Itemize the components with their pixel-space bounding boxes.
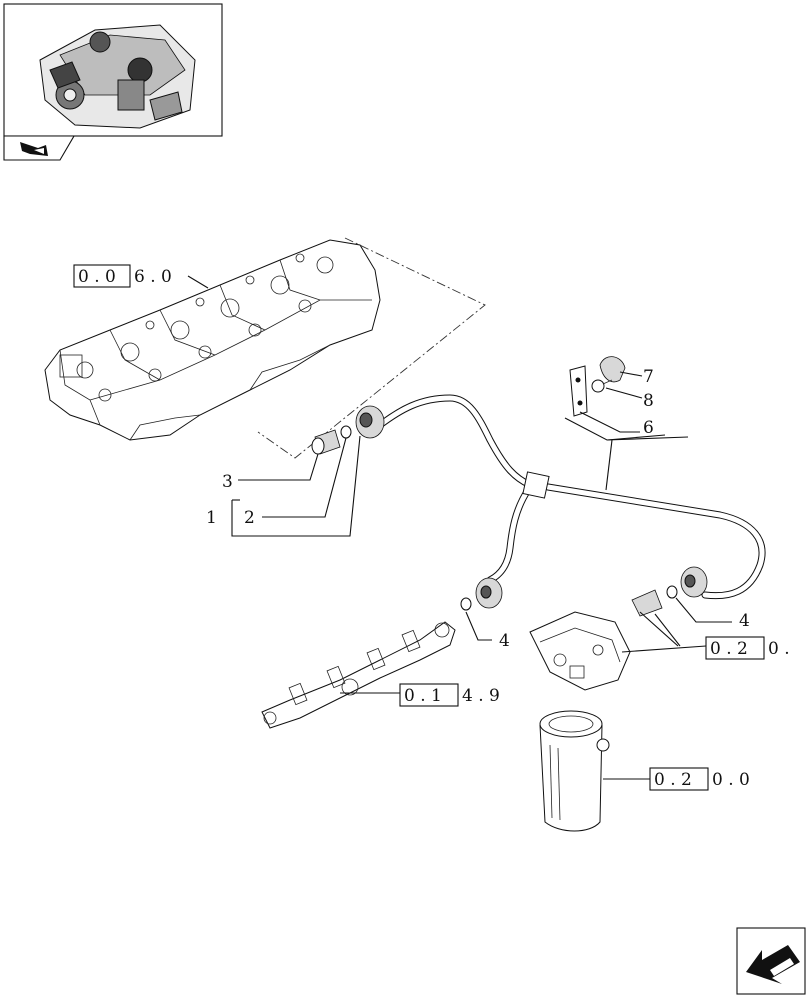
banjo-fitting-pump (680, 566, 708, 598)
high-pressure-pump-drawing (529, 611, 631, 691)
next-page-arrow-icon (746, 945, 800, 984)
sealing-washer-pump (666, 585, 678, 599)
svg-text:4 . 9: 4 . 9 (462, 686, 500, 706)
svg-text:0 .: 0 . (768, 639, 790, 659)
callout-4-pump[interactable]: 4 (739, 611, 750, 631)
pipe-bracket (569, 365, 588, 417)
pump-fitting (631, 589, 663, 617)
callout-6[interactable]: 6 (643, 418, 654, 438)
callout-7[interactable]: 7 (643, 367, 654, 387)
cross-reference-badge[interactable] (3, 135, 75, 161)
callout-1[interactable]: 1 (206, 508, 217, 528)
cross-reference-arrow-icon (20, 142, 48, 156)
engine-thumbnail-icon (39, 24, 196, 129)
banjo-fitting-rail (475, 577, 503, 609)
svg-text:0 . 2: 0 . 2 (654, 770, 692, 790)
engine-thumbnail[interactable] (3, 3, 223, 161)
cylinder-head-drawing (44, 239, 381, 441)
reference-fuel-filter[interactable]: 0 . 2 0 . 0 (649, 767, 750, 791)
sealing-washer (340, 425, 352, 439)
sealing-washer-rail (460, 597, 472, 611)
svg-text:0 . 2: 0 . 2 (710, 639, 748, 659)
reference-fuel-rail[interactable]: 0 . 1 4 . 9 (399, 683, 500, 707)
callout-2[interactable]: 2 (244, 508, 255, 528)
callout-3[interactable]: 3 (222, 472, 233, 492)
fuel-rail-drawing (261, 621, 456, 729)
reference-high-pressure-pump[interactable]: 0 . 2 0 . (705, 636, 790, 660)
callout-leaders (231, 371, 732, 780)
next-page-button[interactable] (736, 927, 806, 995)
svg-text:6 . 0: 6 . 0 (134, 267, 172, 287)
fuel-filter-drawing (539, 710, 610, 832)
pipe-clamp (599, 356, 626, 383)
svg-text:0 . 0: 0 . 0 (712, 770, 750, 790)
callout-8[interactable]: 8 (643, 391, 654, 411)
cylinder-head-outline (257, 237, 486, 459)
banjo-bolt (311, 429, 341, 455)
reference-cylinder-head[interactable]: 0 . 0 6 . 0 (73, 264, 172, 288)
banjo-fitting-head (355, 405, 385, 439)
svg-text:0 . 1: 0 . 1 (404, 686, 442, 706)
fuel-return-pipe (376, 394, 766, 600)
clamp-screw (591, 379, 613, 393)
svg-text:0 . 0: 0 . 0 (78, 267, 116, 287)
callout-4-rail[interactable]: 4 (499, 631, 510, 651)
